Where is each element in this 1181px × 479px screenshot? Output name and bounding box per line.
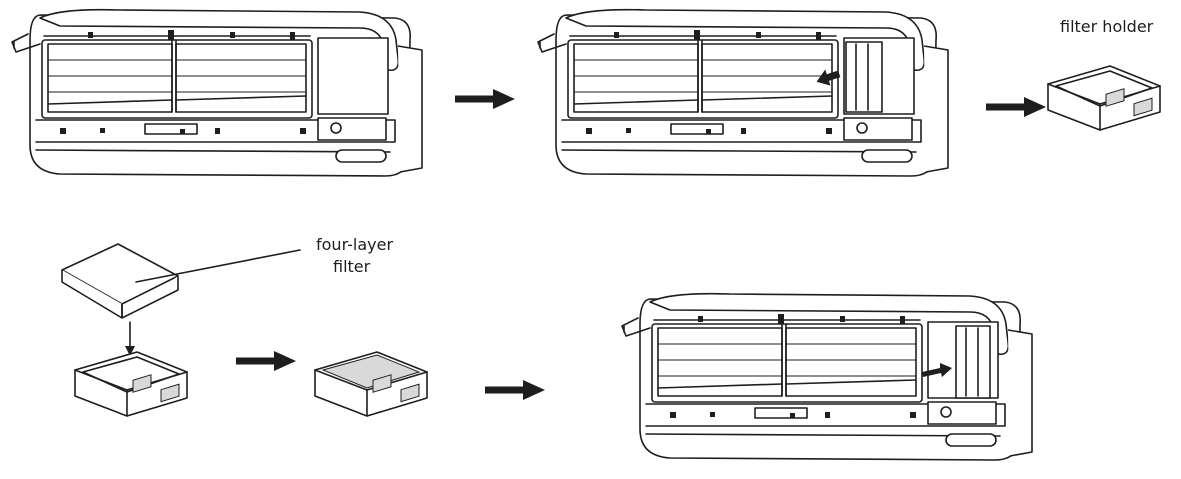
- arrow-right-3: [236, 351, 296, 371]
- four-layer-label-line2: filter: [333, 257, 371, 276]
- four-layer-label-line1: four-layer: [316, 235, 394, 254]
- four-layer-filter-sheet: [61, 243, 179, 319]
- ac-unit-filter-insertion: [621, 292, 1033, 461]
- arrow-down-small: [125, 321, 135, 356]
- arrow-right-4: [485, 380, 545, 400]
- ac-unit-open-panel: [11, 8, 423, 177]
- filter-holder-label: filter holder: [1060, 17, 1154, 36]
- filter-holder-receiving: [74, 351, 188, 417]
- filter-holder-empty: [1047, 65, 1161, 131]
- filter-callout-line: [135, 249, 301, 283]
- ac-unit-filter-removal: [537, 8, 949, 177]
- filter-holder-with-filter: [314, 351, 428, 417]
- arrow-right-2: [986, 97, 1046, 117]
- arrow-right-1: [455, 89, 515, 109]
